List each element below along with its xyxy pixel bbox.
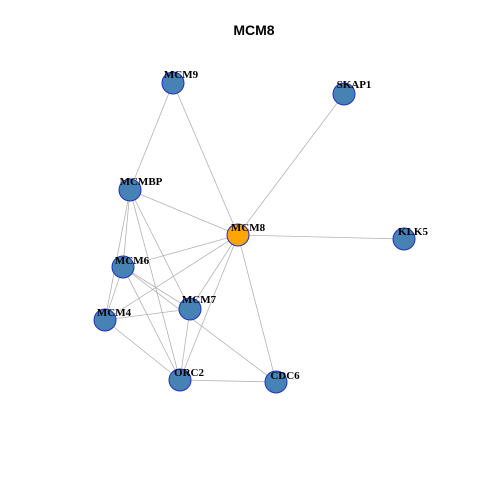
edge-mcm8-mcm4	[104, 234, 239, 321]
node-label-mcm4: MCM4	[97, 307, 132, 319]
edge-mcm7-orc2	[179, 308, 191, 381]
node-label-skap1: SKAP1	[337, 79, 372, 91]
node-mcmbp	[118, 178, 142, 202]
node-label-mcm7: MCM7	[182, 294, 217, 306]
node-mcm8	[226, 223, 250, 247]
node-label-mcm9: MCM9	[164, 69, 199, 81]
edge-mcm6-cdc6	[122, 266, 277, 383]
edge-mcmbp-mcm4	[104, 189, 131, 321]
edge-mcm8-mcm7	[189, 234, 239, 310]
diagram-title: MCM8	[233, 22, 274, 38]
node-mcm9	[161, 71, 185, 95]
node-label-klk5: KLK5	[398, 226, 428, 238]
node-mcm6	[111, 255, 135, 279]
edge-mcm6-mcm7	[122, 266, 191, 310]
edge-mcm8-mcm9	[172, 82, 239, 236]
edge-mcm8-mcm6	[122, 234, 239, 268]
node-mcm7	[178, 297, 202, 321]
node-label-mcm6: MCM6	[115, 255, 150, 267]
edge-mcmbp-mcm6	[122, 189, 131, 268]
edge-layer	[104, 82, 405, 383]
node-label-mcm8: MCM8	[231, 222, 266, 234]
edge-mcm8-klk5	[237, 234, 405, 240]
edge-mcm8-skap1	[237, 93, 345, 236]
node-mcm4	[93, 308, 117, 332]
edge-mcmbp-orc2	[129, 189, 181, 381]
edge-orc2-cdc6	[179, 379, 277, 383]
edge-mcmbp-mcm7	[129, 189, 191, 310]
edge-mcm8-cdc6	[237, 234, 277, 383]
edge-mcm9-mcmbp	[129, 82, 174, 191]
node-label-mcmbp: MCMBP	[120, 176, 163, 188]
edge-mcm4-orc2	[104, 319, 181, 381]
edge-mcm8-orc2	[179, 234, 239, 381]
node-skap1	[332, 82, 356, 106]
node-layer	[93, 71, 416, 394]
edge-mcm4-mcm7	[104, 308, 191, 321]
node-label-cdc6: CDC6	[270, 370, 300, 382]
node-klk5	[392, 227, 416, 251]
node-orc2	[168, 368, 192, 392]
node-cdc6	[264, 370, 288, 394]
node-label-orc2: ORC2	[174, 367, 204, 379]
edge-mcm8-mcmbp	[129, 189, 239, 236]
edge-mcm6-orc2	[122, 266, 181, 381]
